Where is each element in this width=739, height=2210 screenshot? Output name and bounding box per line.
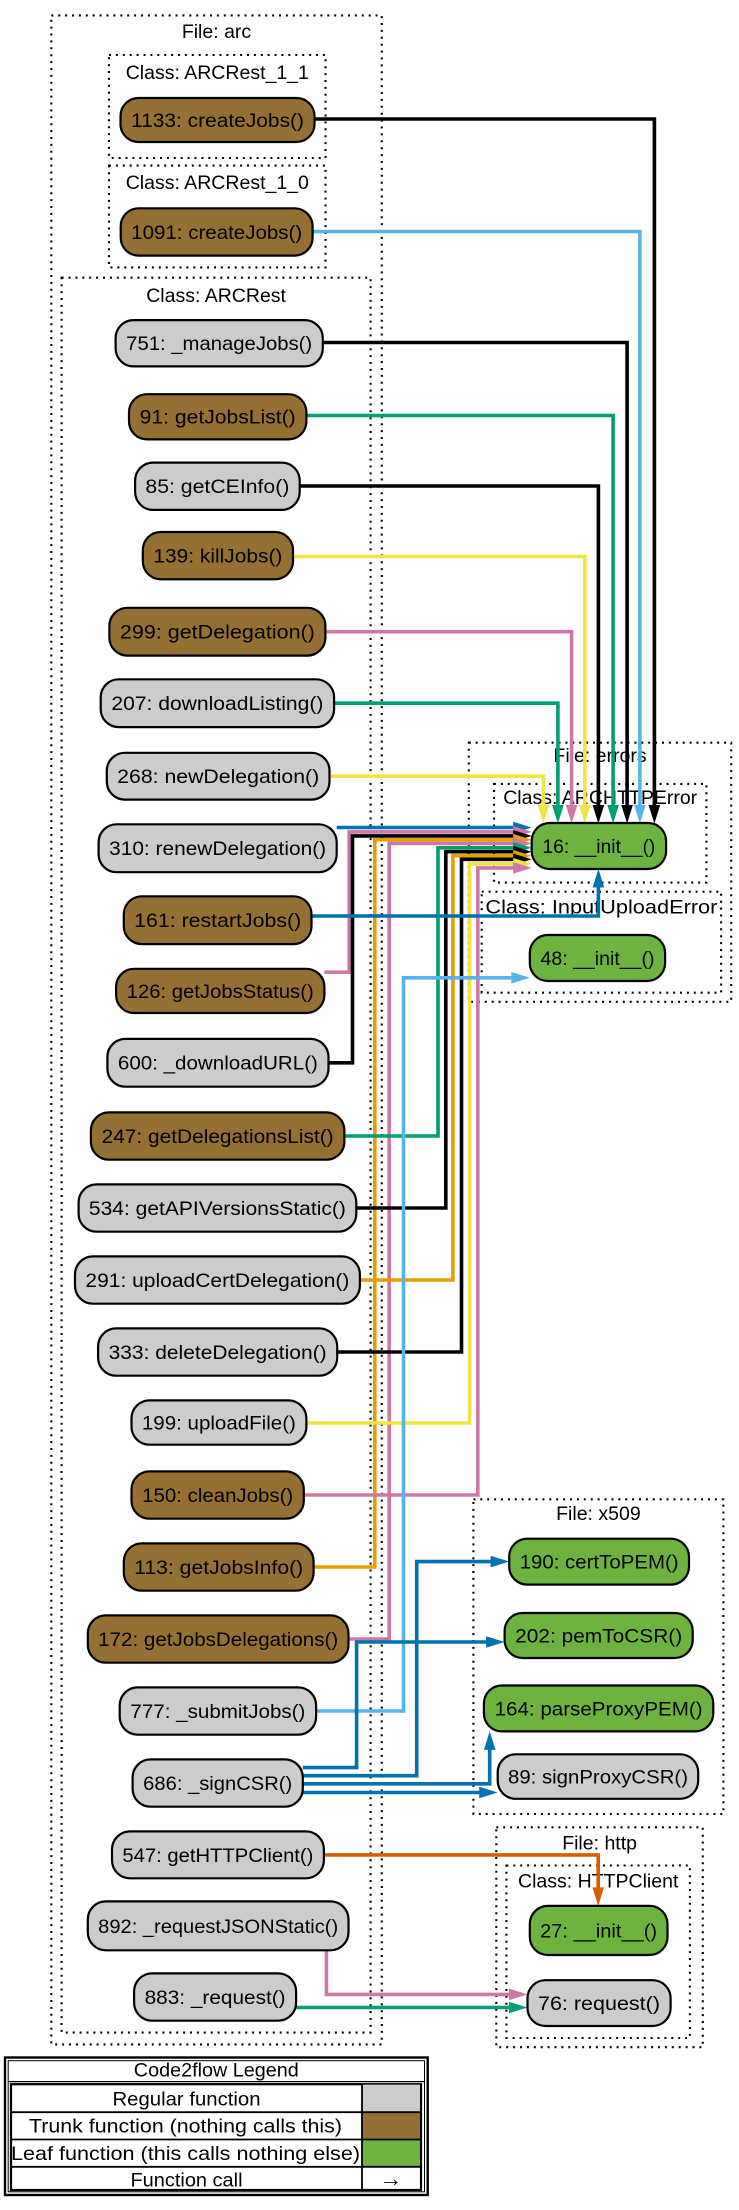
svg-text:126: getJobsStatus(): 126: getJobsStatus() [127,981,314,1003]
svg-text:686: _signCSR(): 686: _signCSR() [143,1773,292,1795]
svg-text:Function call: Function call [131,2170,243,2191]
svg-text:247: getDelegationsList(): 247: getDelegationsList() [102,1126,334,1148]
svg-text:268: newDelegation(): 268: newDelegation() [117,766,319,788]
svg-text:27: __init__(): 27: __init__() [540,1920,657,1942]
svg-text:161: restartJobs(): 161: restartJobs() [134,910,301,932]
svg-text:48: __init__(): 48: __init__() [541,948,655,970]
svg-text:333: deleteDelegation(): 333: deleteDelegation() [109,1342,327,1364]
svg-text:Class: ARCHTTPError: Class: ARCHTTPError [503,787,697,809]
svg-text:89: signProxyCSR(): 89: signProxyCSR() [508,1767,688,1789]
svg-text:→: → [380,2166,403,2192]
svg-text:883: _request(): 883: _request() [145,1987,286,2009]
svg-text:File: x509: File: x509 [556,1503,641,1525]
svg-text:76: request(): 76: request() [538,1993,660,2015]
svg-text:547: getHTTPClient(): 547: getHTTPClient() [122,1845,313,1867]
svg-text:16: __init__(): 16: __init__() [542,836,655,858]
svg-text:Class: InputUploadError: Class: InputUploadError [485,896,718,918]
svg-text:139: killJobs(): 139: killJobs() [153,546,282,568]
svg-text:File: arc: File: arc [182,21,252,43]
svg-text:164: parseProxyPEM(): 164: parseProxyPEM() [495,1698,703,1720]
svg-text:Class: ARCRest_1_1: Class: ARCRest_1_1 [126,62,309,84]
svg-text:202: pemToCSR(): 202: pemToCSR() [515,1625,682,1647]
svg-text:751: _manageJobs(): 751: _manageJobs() [126,333,312,355]
svg-text:Code2flow Legend: Code2flow Legend [134,2061,299,2082]
svg-text:310: renewDelegation(): 310: renewDelegation() [109,838,326,860]
svg-text:207: downloadListing(): 207: downloadListing() [111,693,323,715]
svg-text:291: uploadCertDelegation(): 291: uploadCertDelegation() [85,1270,349,1292]
svg-text:91: getJobsList(): 91: getJobsList() [140,407,296,429]
svg-text:113: getJobsInfo(): 113: getJobsInfo() [134,1557,303,1579]
svg-text:Class: ARCRest_1_0: Class: ARCRest_1_0 [126,172,309,194]
svg-text:190: certToPEM(): 190: certToPEM() [520,1552,679,1574]
svg-text:Leaf function (this calls noth: Leaf function (this calls nothing else) [11,2144,360,2165]
svg-text:534: getAPIVersionsStatic(): 534: getAPIVersionsStatic() [89,1198,346,1220]
svg-text:Class: ARCRest: Class: ARCRest [146,285,286,307]
svg-text:150: cleanJobs(): 150: cleanJobs() [142,1485,293,1507]
svg-text:85: getCEInfo(): 85: getCEInfo() [145,476,289,498]
svg-text:File: http: File: http [562,1832,637,1854]
svg-text:892: _requestJSONStatic(): 892: _requestJSONStatic() [98,1916,338,1938]
svg-text:1133: createJobs(): 1133: createJobs() [131,110,304,132]
svg-text:172: getJobsDelegations(): 172: getJobsDelegations() [98,1629,338,1651]
svg-text:Regular function: Regular function [113,2089,261,2110]
svg-text:777: _submitJobs(): 777: _submitJobs() [130,1701,305,1723]
svg-text:1091: createJobs(): 1091: createJobs() [131,222,302,244]
svg-text:600: _downloadURL(): 600: _downloadURL() [118,1053,318,1075]
svg-text:199: uploadFile(): 199: uploadFile() [142,1413,296,1435]
svg-text:Trunk function (nothing calls: Trunk function (nothing calls this) [29,2117,342,2138]
svg-text:299: getDelegation(): 299: getDelegation() [120,622,315,644]
